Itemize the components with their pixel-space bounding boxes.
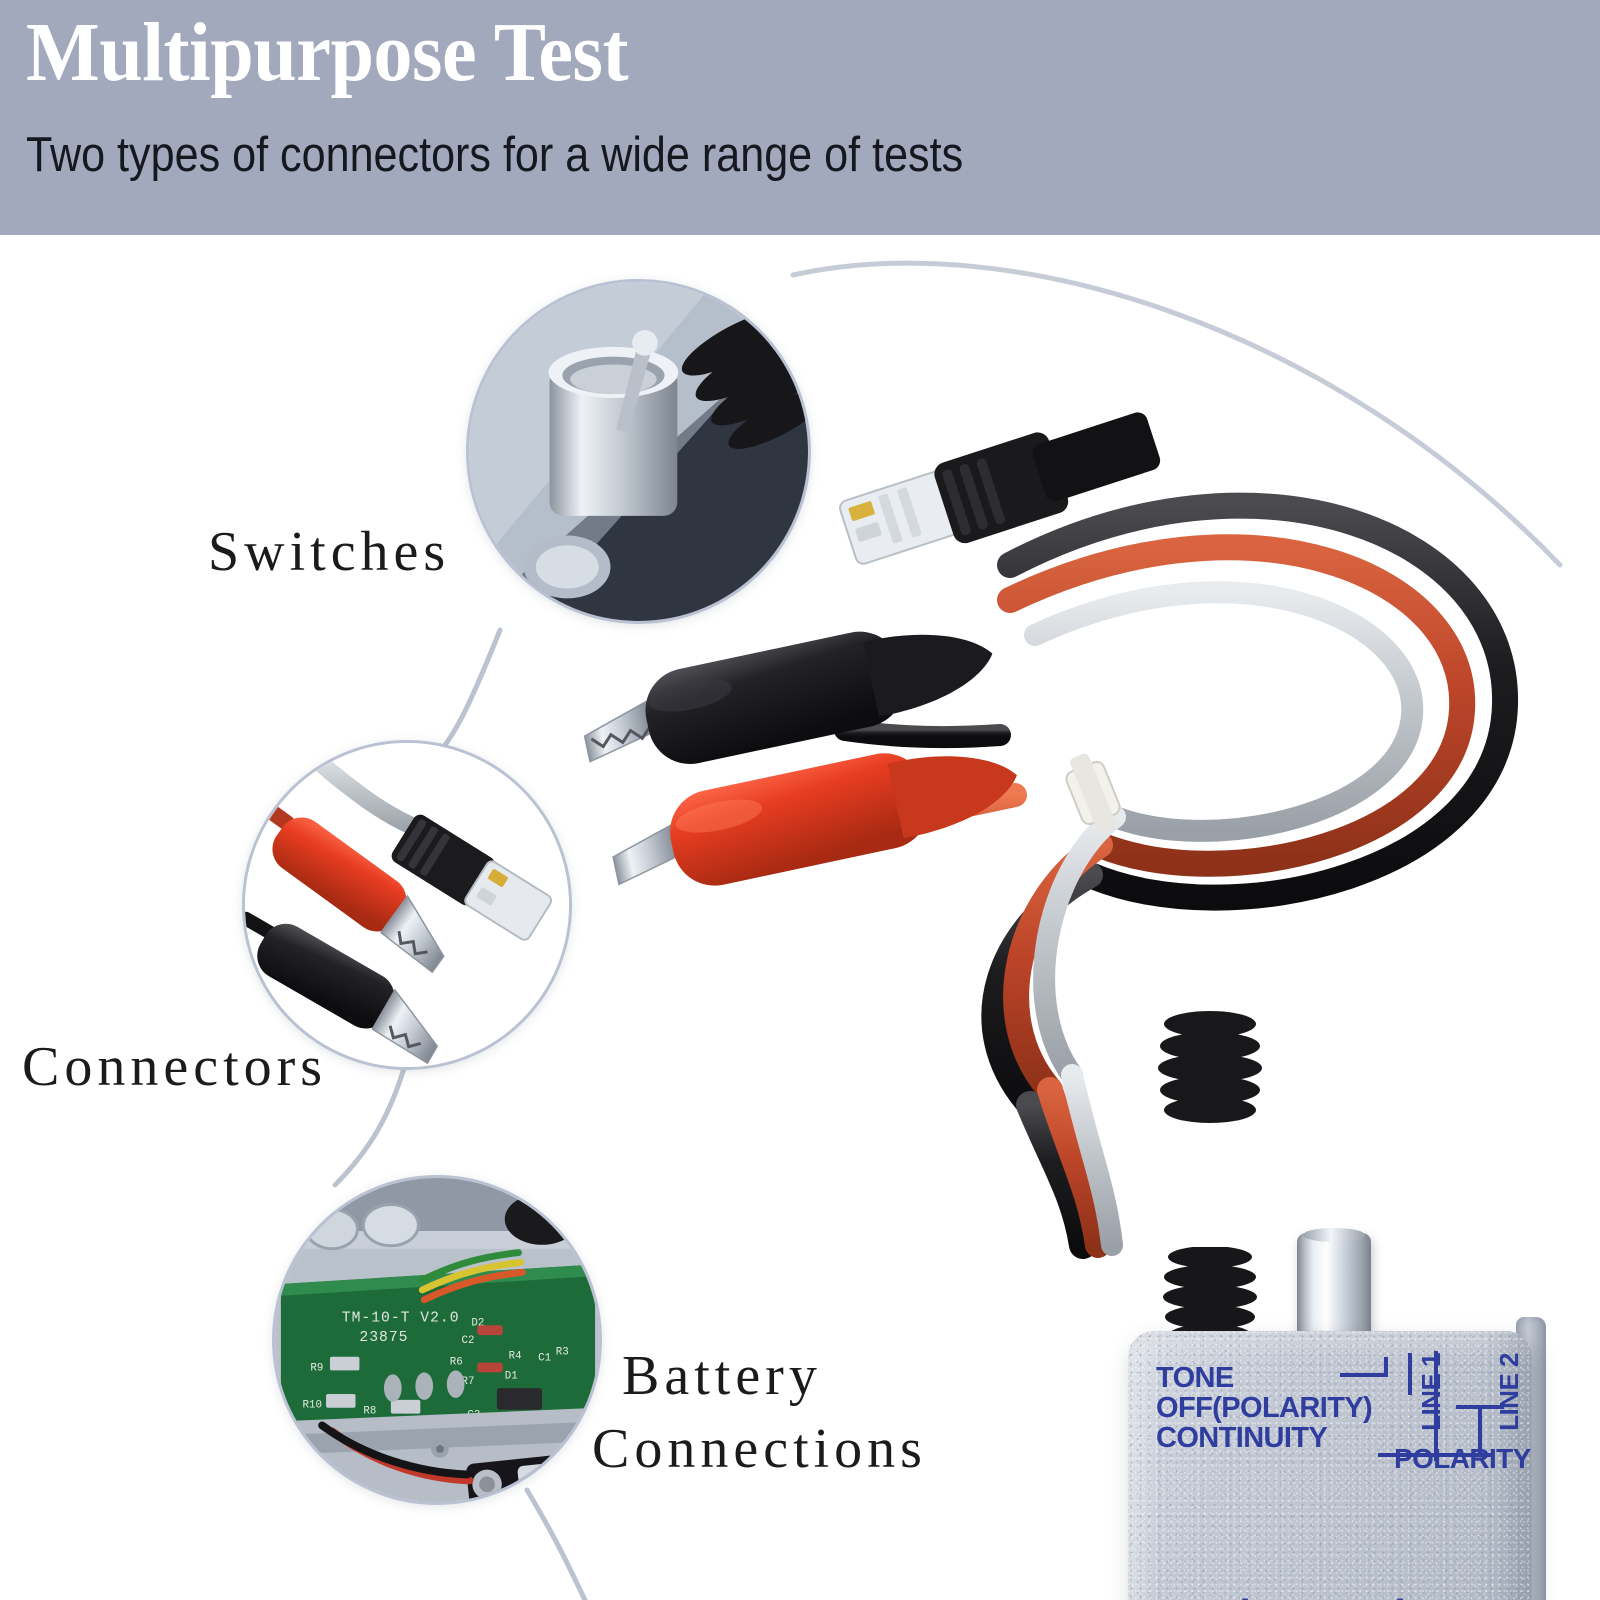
connectors-closeup-art [245, 743, 569, 1067]
wire-tracker-device[interactable] [1128, 1331, 1532, 1600]
device-brand-logo: Wire Tracker [1196, 1591, 1455, 1600]
svg-text:D1: D1 [505, 1370, 518, 1382]
svg-text:R9: R9 [310, 1362, 323, 1374]
cable-bundle [748, 492, 1519, 1259]
device-label-polarity: POLARITY [1394, 1443, 1531, 1474]
alligator-clip-red [612, 753, 1017, 886]
callout-label-battery-line1: Battery [622, 1345, 822, 1407]
black-ribbed-grip [681, 310, 808, 449]
alligator-clip-black [583, 631, 993, 764]
svg-text:R6: R6 [450, 1357, 463, 1369]
svg-text:R4: R4 [509, 1351, 522, 1363]
callout-label-switches: Switches [208, 521, 451, 583]
device-label-off-polarity: OFF(POLARITY) [1156, 1392, 1373, 1425]
battery-snap-connector [466, 1454, 575, 1502]
device-strain-relief [1163, 1247, 1257, 1345]
device-label-continuity: CONTINUITY [1156, 1422, 1328, 1455]
battery-closeup-art: TM-10-T V2.0 23875 R9 R10 R8 R7 R4 R3 R6… [275, 1178, 599, 1502]
svg-text:R3: R3 [556, 1347, 569, 1359]
device-switch-schematic [1340, 1351, 1504, 1461]
device-label-line2: LINE 2 [1494, 1353, 1524, 1431]
header-banner: Multipurpose Test Two types of connector… [0, 0, 1600, 235]
svg-text:R7: R7 [462, 1376, 475, 1388]
alligator-clip-red-inset [262, 802, 445, 974]
pcb-board: TM-10-T V2.0 23875 R9 R10 R8 R7 R4 R3 R6… [280, 1264, 596, 1424]
inset-photo-connectors [242, 740, 572, 1070]
inset-photo-switches [466, 279, 811, 624]
chrome-switch-barrel [548, 330, 679, 516]
device-toggle-switch[interactable] [1297, 1228, 1371, 1341]
strain-relief-boot [1158, 1011, 1262, 1123]
svg-text:R8: R8 [363, 1406, 376, 1418]
device-label-line1: LINE 1 [1416, 1353, 1446, 1431]
svg-text:TM-10-T V2.0: TM-10-T V2.0 [342, 1310, 460, 1326]
svg-text:C1: C1 [538, 1353, 551, 1365]
device-mode-labels: TONE OFF(POLARITY) CONTINUITY [1156, 1363, 1526, 1483]
inset-photo-battery-connections: TM-10-T V2.0 23875 R9 R10 R8 R7 R4 R3 R6… [272, 1175, 602, 1505]
switch-closeup-art [469, 282, 808, 621]
svg-text:C2: C2 [462, 1335, 475, 1347]
svg-text:R10: R10 [302, 1400, 321, 1412]
rj11-plug-inset [391, 814, 553, 941]
product-illustration-stage: Switches Connectors Battery Connections [0, 235, 1600, 1600]
device-label-tone: TONE [1156, 1362, 1234, 1394]
zip-tie-icon [1065, 753, 1121, 833]
alligator-clip-black-inset [245, 911, 439, 1065]
page-subtitle: Two types of connectors for a wide range… [26, 128, 964, 182]
callout-label-battery-line2: Connections [592, 1417, 927, 1480]
illustration-svg [332, 260, 1563, 1600]
callout-label-battery: Battery Connections [592, 1340, 927, 1486]
rj11-plug [839, 412, 1161, 565]
svg-text:23875: 23875 [359, 1330, 408, 1346]
page-title: Multipurpose Test [26, 6, 629, 99]
